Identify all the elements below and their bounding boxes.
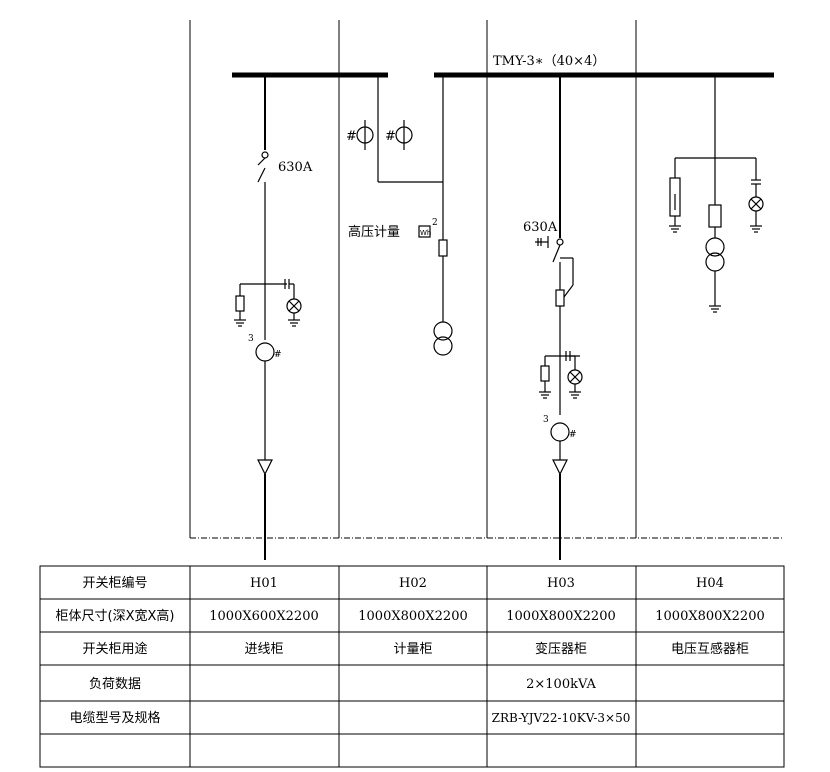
cabinet-table-grid (39, 565, 785, 768)
cell-h04-dimensions: 1000X800X2200 (655, 609, 765, 624)
row-header-load-data: 负荷数据 (89, 677, 141, 692)
cable-termination-icon (257, 459, 273, 476)
surge-arrester-icon (540, 365, 550, 382)
cell-h03-dimensions: 1000X800X2200 (506, 609, 616, 624)
current-transformer-icon (550, 422, 570, 442)
row-header-cable-spec: 电缆型号及规格 (69, 710, 160, 726)
voltage-transformer-icon (433, 321, 453, 341)
cell-h03-load: 2×100kVA (526, 677, 596, 692)
h01-ct-mark: # (274, 350, 282, 360)
cell-h03-number: H03 (547, 576, 575, 591)
panel-frame (189, 20, 784, 539)
cabinet-h02-circuit (356, 75, 453, 356)
h02-meter-count: 2 (432, 218, 438, 228)
row-header-purpose: 开关柜用途 (82, 641, 147, 657)
cell-h01-dimensions: 1000X600X2200 (209, 609, 319, 624)
current-transformer-icon (356, 126, 374, 144)
h03-ct-count: 3 (543, 415, 549, 425)
h02-ct-left-mark: # (346, 129, 357, 144)
cabinet-h03-circuit (535, 75, 583, 560)
busbar-label: TMY-3∗（40×4） (493, 54, 605, 69)
row-header-cabinet-number: 开关柜编号 (82, 576, 147, 591)
fuse-icon (555, 289, 565, 307)
load-break-switch-icon (552, 244, 561, 263)
cell-h03-cable: ZRB-YJV22-10KV-3×50 (492, 711, 631, 725)
cell-h01-purpose: 进线柜 (244, 642, 283, 657)
fuse-icon (708, 204, 722, 228)
h03-switch-rating: 630A (523, 220, 558, 235)
cable-termination-icon (552, 459, 568, 476)
disconnector-icon (257, 167, 266, 183)
h01-switch-rating: 630A (278, 160, 313, 175)
surge-arrester-icon (235, 295, 245, 312)
cell-h01-number: H01 (250, 576, 278, 591)
cabinet-h04-circuit (669, 75, 764, 313)
cell-h02-number: H02 (399, 576, 427, 591)
h02-ct-right-mark: # (385, 129, 396, 144)
h02-metering-label: 高压计量 (348, 224, 400, 240)
current-transformer-icon (255, 342, 275, 362)
fuse-icon (438, 239, 448, 257)
cell-h02-dimensions: 1000X800X2200 (358, 609, 468, 624)
cell-h04-number: H04 (696, 576, 724, 591)
cell-h02-purpose: 计量柜 (393, 642, 432, 657)
energy-meter-icon (418, 225, 431, 238)
row-header-dimensions: 柜体尺寸(深X宽X高) (56, 608, 175, 624)
voltage-transformer-icon (705, 237, 725, 257)
cell-h04-purpose: 电压互感器柜 (671, 641, 749, 657)
h02-meter-box-label: Wh (420, 229, 431, 237)
cabinet-h01-circuit (234, 75, 302, 560)
switch-contact-icon (556, 238, 564, 246)
cell-h03-purpose: 变压器柜 (535, 641, 587, 657)
h03-ct-mark: # (569, 430, 577, 440)
h01-ct-count: 3 (248, 334, 254, 344)
switch-contact-icon (261, 151, 269, 159)
current-transformer-icon (395, 126, 413, 144)
